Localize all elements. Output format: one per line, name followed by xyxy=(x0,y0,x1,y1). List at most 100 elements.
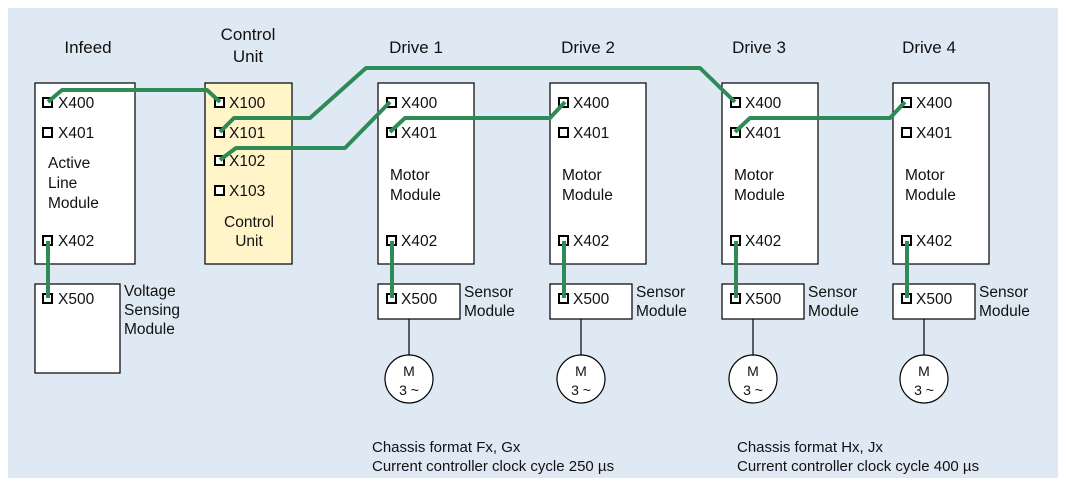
drive-3-motor-label-m: M xyxy=(747,363,759,379)
cu-label-line1: Control xyxy=(224,214,274,231)
drive-1-port-x401: X401 xyxy=(401,125,437,142)
port-x401-icon xyxy=(42,127,53,138)
drive-1-label-line1: Motor xyxy=(390,167,430,184)
drive-3-port-x500: X500 xyxy=(745,291,782,308)
infeed-port-x400: X400 xyxy=(58,95,95,112)
note-right-line2: Current controller clock cycle 400 µs xyxy=(737,458,979,475)
header-drive-3: Drive 3 xyxy=(732,38,786,57)
drive-3-sensor-label-line1: Sensor xyxy=(808,284,857,301)
control-unit-module: X100 X101 X102 X103 Control Unit xyxy=(204,82,293,265)
drive-1-label-line2: Module xyxy=(390,187,441,204)
note-left-line2: Current controller clock cycle 250 µs xyxy=(372,458,614,475)
port-x101-icon xyxy=(214,127,225,138)
header-drive-1: Drive 1 xyxy=(389,38,443,57)
drive-2-label-line2: Module xyxy=(562,187,613,204)
drive-3-sensor-label-line2: Module xyxy=(808,303,859,320)
drive-3-port-x401: X401 xyxy=(745,125,781,142)
drive-1-motor-label-m: M xyxy=(403,363,415,379)
drive-2-label-line1: Motor xyxy=(562,167,602,184)
drive-4-port-x400: X400 xyxy=(916,95,953,112)
drive-3-port-x402: X402 xyxy=(745,233,781,250)
header-drive-2: Drive 2 xyxy=(561,38,615,57)
drive-1-port-x402: X402 xyxy=(401,233,437,250)
cable-cu-x101-to-drive3 xyxy=(218,66,737,134)
cu-port-x101: X101 xyxy=(229,125,265,142)
cable-infeed-to-cu xyxy=(46,88,222,104)
cu-port-x103: X103 xyxy=(229,183,265,200)
drive-1-port-x400: X400 xyxy=(401,95,438,112)
motor-module-box xyxy=(377,82,475,265)
infeed-label-line2: Line xyxy=(48,175,77,192)
drive-1-sensor-label-line1: Sensor xyxy=(464,284,513,301)
header-drive-4: Drive 4 xyxy=(902,38,956,57)
voltage-sensing-module: X500 Voltage Sensing Module xyxy=(34,283,180,374)
drive-4-port-x401: X401 xyxy=(916,125,952,142)
port-x103-icon xyxy=(214,185,225,196)
drive-2-sensor-label-line2: Module xyxy=(636,303,687,320)
drive-1-port-x500: X500 xyxy=(401,291,438,308)
infeed-label-line1: Active xyxy=(48,155,90,172)
vsm-label-line2: Sensing xyxy=(124,302,180,319)
drive-4-label-line1: Motor xyxy=(905,167,945,184)
header-control-unit-line2: Unit xyxy=(233,47,264,66)
drive-4-motor-label-m: M xyxy=(918,363,930,379)
drive-1-motor-label-phase: 3 ~ xyxy=(399,382,419,398)
drive-4-sensor-label-line1: Sensor xyxy=(979,284,1028,301)
vsm-label-line3: Module xyxy=(124,321,175,338)
motor-icon xyxy=(728,354,778,404)
drive-2-port-x500: X500 xyxy=(573,291,610,308)
infeed-label-line3: Module xyxy=(48,195,99,212)
drive-2-port-x401: X401 xyxy=(573,125,609,142)
diagram-background xyxy=(8,8,1058,478)
header-infeed: Infeed xyxy=(64,38,111,57)
drive-2-sensor-label-line1: Sensor xyxy=(636,284,685,301)
cu-port-x102: X102 xyxy=(229,153,265,170)
cable-drive3-to-drive4 xyxy=(733,100,907,134)
motor-icon xyxy=(556,354,606,404)
cable-drive1-to-drive2 xyxy=(388,100,567,134)
port-x400-icon xyxy=(42,97,53,108)
drive-2-motor-label-m: M xyxy=(575,363,587,379)
drive-2-port-x402: X402 xyxy=(573,233,609,250)
motor-icon xyxy=(384,354,434,404)
port-x400-icon xyxy=(730,97,741,108)
drive-2-port-x400: X400 xyxy=(573,95,610,112)
drive-1-sensor-label-line2: Module xyxy=(464,303,515,320)
cu-label-line2: Unit xyxy=(235,233,263,250)
vsm-port-x500: X500 xyxy=(58,291,95,308)
cables xyxy=(46,66,909,298)
drive-4-label-line2: Module xyxy=(905,187,956,204)
header-control-unit-line1: Control xyxy=(221,25,276,44)
drive-2-motor-label-phase: 3 ~ xyxy=(571,382,591,398)
drive-3-motor-label-phase: 3 ~ xyxy=(743,382,763,398)
note-left-line1: Chassis format Fx, Gx xyxy=(372,439,521,456)
infeed-module: X400 X401 Active Line Module X402 xyxy=(34,82,136,265)
drive-4-port-x402: X402 xyxy=(916,233,952,250)
port-x401-icon xyxy=(901,127,912,138)
drive-4-sensor-label-line2: Module xyxy=(979,303,1030,320)
cu-port-x100: X100 xyxy=(229,95,266,112)
drive-3-port-x400: X400 xyxy=(745,95,782,112)
motor-module-box xyxy=(549,82,647,265)
port-x401-icon xyxy=(558,127,569,138)
note-right-line1: Chassis format Hx, Jx xyxy=(737,439,883,456)
port-x102-icon xyxy=(214,155,225,166)
infeed-port-x402: X402 xyxy=(58,233,94,250)
drive-4-port-x500: X500 xyxy=(916,291,953,308)
motor-icon xyxy=(899,354,949,404)
drive-4-motor-label-phase: 3 ~ xyxy=(914,382,934,398)
cable-cu-x102-to-drive1 xyxy=(218,100,392,162)
drive-3-label-line2: Module xyxy=(734,187,785,204)
vsm-label-line1: Voltage xyxy=(124,283,176,300)
infeed-port-x401: X401 xyxy=(58,125,94,142)
motor-module-box xyxy=(721,82,819,265)
drive-3-label-line1: Motor xyxy=(734,167,774,184)
motor-module-box xyxy=(892,82,990,265)
